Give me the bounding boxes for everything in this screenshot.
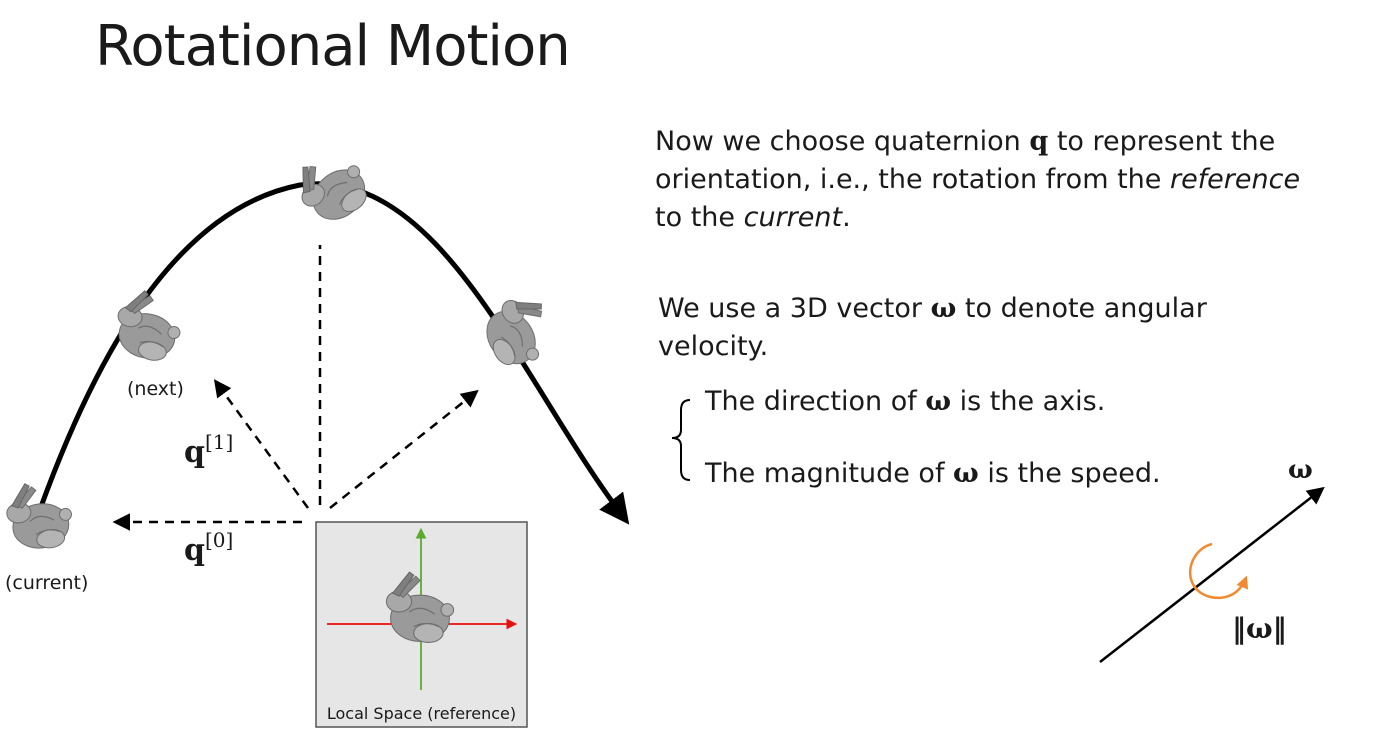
label-q0: q[0] — [184, 528, 234, 568]
reference-word: reference — [1169, 164, 1301, 195]
para1-text-c: orientation, i.e., the rotation from the — [655, 164, 1170, 195]
bunny-current — [2, 477, 77, 554]
direction-line: The direction of ω is the axis. — [705, 383, 1105, 421]
label-current: (current) — [5, 572, 89, 594]
para2-text-b: to denote angular — [956, 293, 1207, 324]
paragraph-angular-velocity: We use a 3D vector ω to denote angular v… — [658, 290, 1207, 366]
direction-text-b: is the axis. — [951, 386, 1106, 417]
q0-base: q — [184, 533, 205, 568]
para2-text-a: We use a 3D vector — [658, 293, 931, 324]
label-omega: ω — [1288, 455, 1313, 485]
para1-text-a: Now we choose quaternion — [655, 126, 1030, 157]
para1-text-d: to the — [655, 202, 744, 233]
brace — [671, 399, 691, 481]
q0-sup: [0] — [204, 528, 234, 552]
q1-base: q — [184, 435, 205, 470]
label-next: (next) — [127, 378, 184, 400]
dashed-arrow-next — [213, 379, 310, 509]
direction-text-a: The direction of — [705, 386, 926, 417]
label-q1: q[1] — [184, 430, 234, 470]
spin-arrow — [1188, 542, 1249, 600]
para1-text-b: to represent the — [1048, 126, 1276, 157]
para2-text-c: velocity. — [658, 331, 769, 362]
magnitude-text-a: The magnitude of — [705, 458, 954, 489]
bunny-next — [110, 286, 187, 365]
magnitude-text-b: is the speed. — [978, 458, 1161, 489]
current-word: current — [743, 202, 843, 233]
omega-axis-line — [1099, 486, 1325, 663]
magnitude-line: The magnitude of ω is the speed. — [705, 455, 1161, 493]
q1-sup: [1] — [204, 430, 234, 454]
trajectory-curve — [35, 181, 630, 525]
bunny-right — [473, 285, 567, 378]
label-local-space: Local Space (reference) — [326, 704, 517, 723]
slide-title: Rotational Motion — [95, 14, 571, 79]
label-omega-norm: ‖ω‖ — [1232, 612, 1287, 645]
dashed-arrow-right — [329, 389, 479, 509]
magnitude-omega: ω — [953, 458, 979, 489]
direction-omega: ω — [925, 386, 952, 417]
quaternion-symbol: q — [1029, 126, 1049, 157]
omega-symbol: ω — [930, 293, 957, 324]
para1-text-e: . — [842, 202, 851, 233]
paragraph-quaternion: Now we choose quaternion q to represent … — [655, 123, 1300, 237]
